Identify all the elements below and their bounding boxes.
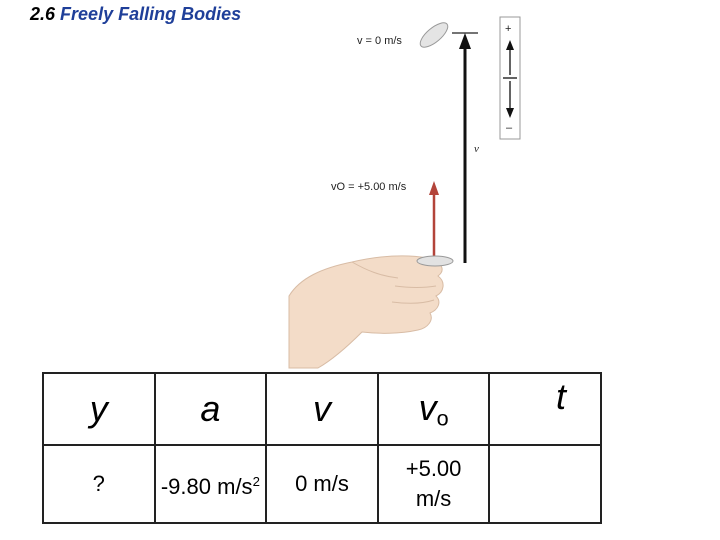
value-t <box>488 444 602 524</box>
free-fall-figure: v = 0 m/s v + – vO = +5.00 m/s <box>288 16 521 369</box>
slide-title: 2.6 Freely Falling Bodies <box>30 4 241 25</box>
value-a: -9.80 m/s2 <box>153 444 268 524</box>
motion-arrow-head <box>459 33 471 49</box>
value-y: ? <box>42 444 156 524</box>
header-v: v <box>265 372 379 446</box>
header-vo-base: v <box>418 386 437 428</box>
header-a: a <box>153 372 268 446</box>
value-row: ? -9.80 m/s2 0 m/s +5.00 m/s <box>42 444 602 524</box>
axis-up-arrowhead <box>506 40 514 50</box>
value-v: 0 m/s <box>265 444 379 524</box>
value-vo: +5.00 m/s <box>376 444 491 524</box>
value-vo-line1: +5.00 <box>405 456 462 481</box>
coin-top <box>419 22 449 48</box>
top-velocity-label: v = 0 m/s <box>357 35 402 47</box>
value-a-exp: 2 <box>252 473 260 489</box>
hand <box>288 255 444 369</box>
finger-line-1 <box>394 285 437 288</box>
hand-crease <box>351 261 399 279</box>
initial-velocity-arrowhead <box>429 181 439 195</box>
value-vo-line2: m/s <box>415 486 452 511</box>
axis-plus-label: + <box>505 23 511 35</box>
header-v-text: v <box>312 388 331 429</box>
header-t: t <box>556 376 567 417</box>
section-number: 2.6 <box>30 4 56 24</box>
header-y-text: y <box>89 388 108 429</box>
value-a-base: -9.80 m/s <box>160 473 253 499</box>
coin-in-hand <box>416 255 454 267</box>
axis-minus-label: – <box>506 122 513 134</box>
header-a-text: a <box>200 388 221 429</box>
initial-velocity-label: vO = +5.00 m/s <box>331 181 407 193</box>
motion-arrow-label: v <box>474 143 479 155</box>
finger-line-2 <box>391 299 435 304</box>
header-t-cell <box>488 372 602 446</box>
header-row: y a v vo <box>42 372 602 446</box>
axis-down-arrowhead <box>506 108 514 118</box>
header-vo: vo <box>376 372 491 446</box>
header-vo-sub: o <box>436 405 449 431</box>
section-title: Freely Falling Bodies <box>60 4 242 24</box>
header-y: y <box>42 372 156 446</box>
